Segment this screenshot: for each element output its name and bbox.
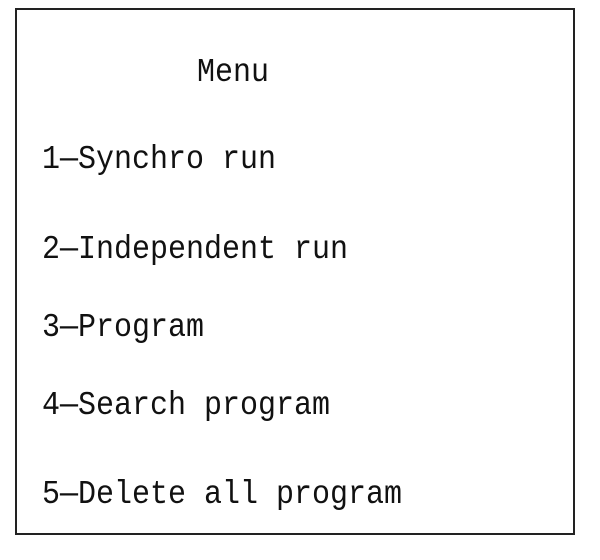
menu-item-independent-run[interactable]: 2—Independent run	[42, 230, 349, 270]
menu-item-delete-all-program[interactable]: 5—Delete all program	[42, 475, 403, 515]
menu-item-synchro-run[interactable]: 1—Synchro run	[42, 140, 277, 180]
menu-item-search-program[interactable]: 4—Search program	[42, 386, 331, 426]
menu-title: Menu	[197, 53, 270, 93]
menu-panel	[15, 8, 575, 535]
menu-item-program[interactable]: 3—Program	[42, 308, 205, 348]
